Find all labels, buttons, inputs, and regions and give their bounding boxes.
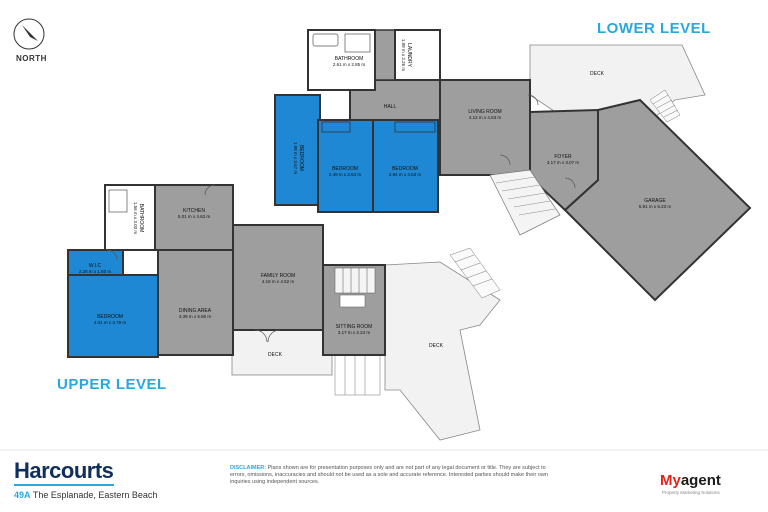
closet-lower-a xyxy=(321,121,351,133)
north-label: NORTH xyxy=(16,54,47,63)
living-room-name: LIVING ROOM xyxy=(468,109,501,115)
family-room-dims: 4.16 m x 4.52 m xyxy=(262,279,295,284)
laundry-dims: 1.98 m x 2.26 m xyxy=(401,39,406,72)
hall-name: HALL xyxy=(384,104,397,110)
deck-lower-stairs xyxy=(649,89,681,123)
north-compass-icon xyxy=(13,18,45,50)
hall-ext xyxy=(374,29,396,81)
foyer-dims: 3.17 m x 3.07 m xyxy=(547,160,580,165)
address-street: The Esplanade, Eastern Beach xyxy=(32,490,158,500)
property-address: 49A The Esplanade, Eastern Beach xyxy=(14,490,157,500)
bath-tub xyxy=(312,33,339,47)
garage-dims: 5.91 m x 6.23 m xyxy=(639,204,672,209)
sitting-room-name: SITTING ROOM xyxy=(336,324,373,330)
bedroom-lower-right-dims: 2.94 m x 4.53 m xyxy=(389,172,422,177)
myagent-tagline: Property Marketing Solutions xyxy=(662,490,720,495)
deck-lower-name: DECK xyxy=(590,71,605,77)
bathroom-lower-dims: 2.61 m x 2.85 m xyxy=(333,62,366,67)
garage-name: GARAGE xyxy=(644,198,666,204)
disclaimer: DISCLAIMER: Plans shown are for presenta… xyxy=(230,465,560,486)
deck-upper-large-name: DECK xyxy=(429,343,444,349)
bedroom-upper-dims: 4.01 m x 3.79 m xyxy=(94,320,127,325)
living-room-dims: 4.12 m x 4.53 m xyxy=(469,115,502,120)
bedroom-lower-mid-name: BEDROOM xyxy=(332,166,358,172)
bath-shower xyxy=(344,33,371,53)
closet-lower-b xyxy=(394,121,436,133)
kitchen-dims: 5.01 m x 4.63 m xyxy=(178,214,211,219)
kitchen-name: KITCHEN xyxy=(183,208,205,214)
bedroom-upper xyxy=(67,274,159,358)
family-room-name: FAMILY ROOM xyxy=(261,273,295,279)
bedroom-lower-mid xyxy=(317,119,374,213)
deck-upper-stairs xyxy=(449,247,501,299)
deck-small-stairs xyxy=(334,354,381,396)
entry-steps-lines xyxy=(495,176,556,216)
deck-upper-small xyxy=(231,329,333,376)
living-room xyxy=(439,79,531,176)
bedroom-lower-mid-dims: 2.49 m x 3.64 m xyxy=(329,172,362,177)
myagent-my: My xyxy=(660,472,681,489)
myagent-agent: agent xyxy=(680,472,721,489)
entry-steps xyxy=(489,169,561,236)
dining-area-dims: 3.39 m x 5.80 m xyxy=(179,314,212,319)
bath-upper-shower xyxy=(108,189,128,213)
kitchen xyxy=(154,184,234,251)
lower-level-label: LOWER LEVEL xyxy=(597,20,711,37)
bathroom-upper-dims: 1.56 m x 3.03 m xyxy=(133,202,138,235)
address-number: 49A xyxy=(14,490,31,500)
bathroom-upper-name: BATHROOM xyxy=(138,204,144,233)
disclaimer-text: Plans shown are for presentation purpose… xyxy=(230,465,548,485)
foyer-name: FOYER xyxy=(554,154,572,160)
door-swings xyxy=(106,94,576,343)
dining-area-name: DINING AREA xyxy=(179,308,212,314)
wic-name: W.I.C xyxy=(89,263,102,269)
dining-area xyxy=(157,249,234,356)
brand-underline xyxy=(14,484,114,486)
harcourts-logo: Harcourts xyxy=(14,458,114,483)
laundry xyxy=(394,29,441,81)
bedroom-lower-right-name: BEDROOM xyxy=(392,166,418,172)
bedroom-lower-left-dims: 1.98 m x 3.67 m xyxy=(293,142,298,175)
wic-dims: 2.28 m x 1.50 m xyxy=(79,269,112,274)
sitting-stairs xyxy=(334,267,376,308)
laundry-name: LAUNDRY xyxy=(406,43,412,67)
bedroom-upper-name: BEDROOM xyxy=(97,314,123,320)
deck-upper-small-name: DECK xyxy=(268,352,283,358)
family-room xyxy=(232,224,324,331)
upper-level-label: UPPER LEVEL xyxy=(57,376,167,393)
myagent-logo: Myagent xyxy=(660,472,721,489)
disclaimer-lead: DISCLAIMER: xyxy=(230,465,267,471)
sitting-room-dims: 3.17 m x 2.24 m xyxy=(338,330,371,335)
bedroom-lower-right xyxy=(372,119,439,213)
bathroom-lower-name: BATHROOM xyxy=(335,56,364,62)
bedroom-lower-left-name: BEDROOM xyxy=(298,145,304,171)
